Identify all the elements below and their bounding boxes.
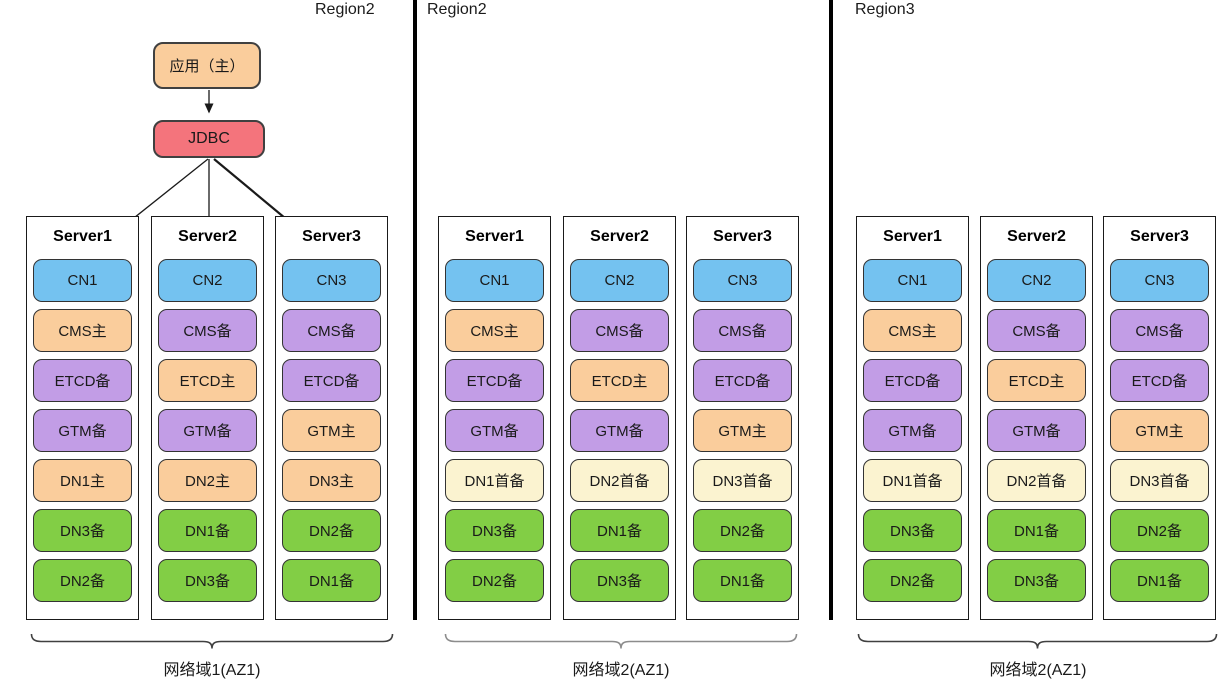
az-label-3: 网络域2(AZ1) (989, 662, 1087, 679)
node-box: DN2备 (282, 509, 381, 552)
node-box: DN1备 (282, 559, 381, 602)
node-box: DN3主 (282, 459, 381, 502)
node-box: CMS主 (445, 309, 544, 352)
node-box: DN1主 (33, 459, 132, 502)
node-box: CMS备 (693, 309, 792, 352)
node-box: CN2 (158, 259, 257, 302)
node-box: DN1备 (158, 509, 257, 552)
node-box: DN1备 (570, 509, 669, 552)
node-box: ETCD备 (445, 359, 544, 402)
server-title: Server3 (302, 228, 361, 245)
node-box: DN2首备 (570, 459, 669, 502)
node-box: ETCD主 (158, 359, 257, 402)
node-box: DN2备 (33, 559, 132, 602)
server-title: Server1 (465, 228, 524, 245)
server-title: Server3 (1130, 228, 1189, 245)
app-main-box: 应用（主） (153, 42, 261, 89)
server-title: Server2 (178, 228, 237, 245)
server-title: Server1 (883, 228, 942, 245)
node-box: DN2备 (445, 559, 544, 602)
node-box: GTM备 (445, 409, 544, 452)
node-box: DN1备 (987, 509, 1086, 552)
node-box: ETCD主 (570, 359, 669, 402)
az-label-1: 网络域1(AZ1) (163, 662, 261, 679)
node-box: CN1 (445, 259, 544, 302)
region-label-3: Region3 (855, 1, 915, 18)
node-box: DN3首备 (693, 459, 792, 502)
node-box: CMS备 (282, 309, 381, 352)
node-box: DN3备 (158, 559, 257, 602)
server-title: Server3 (713, 228, 772, 245)
node-box: ETCD备 (33, 359, 132, 402)
node-box: ETCD备 (693, 359, 792, 402)
server-title: Server2 (1007, 228, 1066, 245)
node-box: GTM备 (33, 409, 132, 452)
az-label-2: 网络域2(AZ1) (572, 662, 670, 679)
node-box: ETCD主 (987, 359, 1086, 402)
region-divider (829, 0, 833, 620)
region-label-1: Region2 (315, 1, 375, 18)
node-box: GTM备 (863, 409, 962, 452)
node-box: CN3 (282, 259, 381, 302)
node-box: CMS主 (33, 309, 132, 352)
node-box: GTM主 (282, 409, 381, 452)
node-box: DN2备 (1110, 509, 1209, 552)
server-title: Server1 (53, 228, 112, 245)
server-title: Server2 (590, 228, 649, 245)
node-box: DN1备 (693, 559, 792, 602)
node-box: CN2 (570, 259, 669, 302)
region-label-2: Region2 (427, 1, 487, 18)
node-box: GTM主 (1110, 409, 1209, 452)
node-box: DN1备 (1110, 559, 1209, 602)
node-box: GTM备 (987, 409, 1086, 452)
node-box: DN2主 (158, 459, 257, 502)
node-box: DN3备 (445, 509, 544, 552)
node-box: DN3备 (987, 559, 1086, 602)
node-box: ETCD备 (863, 359, 962, 402)
node-box: DN1首备 (445, 459, 544, 502)
node-box: CN2 (987, 259, 1086, 302)
node-box: DN2备 (693, 509, 792, 552)
node-box: ETCD备 (282, 359, 381, 402)
node-box: CN1 (863, 259, 962, 302)
node-box: CMS主 (863, 309, 962, 352)
region-divider (413, 0, 417, 620)
node-box: CMS备 (987, 309, 1086, 352)
node-box: ETCD备 (1110, 359, 1209, 402)
node-box: DN3备 (33, 509, 132, 552)
node-box: DN1首备 (863, 459, 962, 502)
node-box: DN3备 (863, 509, 962, 552)
jdbc-box: JDBC (153, 120, 265, 158)
node-box: DN2首备 (987, 459, 1086, 502)
node-box: DN3首备 (1110, 459, 1209, 502)
node-box: DN3备 (570, 559, 669, 602)
node-box: GTM主 (693, 409, 792, 452)
node-box: CN1 (33, 259, 132, 302)
node-box: CMS备 (158, 309, 257, 352)
node-box: DN2备 (863, 559, 962, 602)
node-box: GTM备 (570, 409, 669, 452)
node-box: CMS备 (570, 309, 669, 352)
az-brace-3 (857, 633, 1218, 649)
node-box: CN3 (1110, 259, 1209, 302)
node-box: CMS备 (1110, 309, 1209, 352)
az-brace-2 (444, 633, 798, 649)
node-box: CN3 (693, 259, 792, 302)
node-box: GTM备 (158, 409, 257, 452)
az-brace-1 (30, 633, 394, 649)
